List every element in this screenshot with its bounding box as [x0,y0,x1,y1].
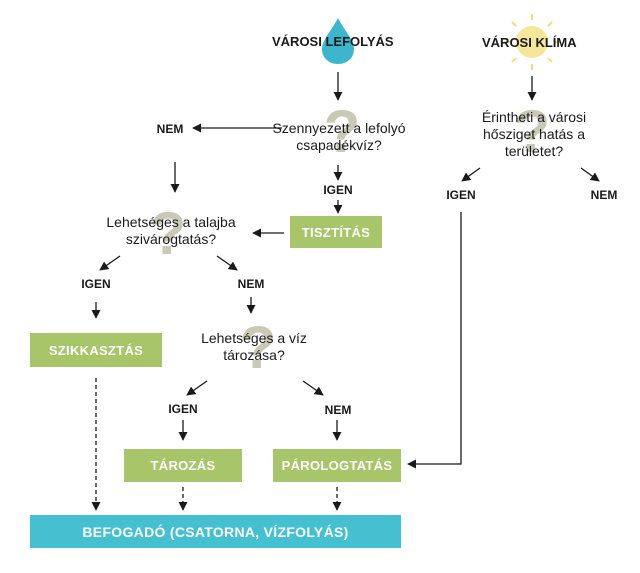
title-urban-climate: VÁROSI KLÍMA [482,35,577,50]
question-mark-storage: ? [239,314,277,381]
question-mark-infiltration: ? [149,200,187,267]
title-urban-runoff: VÁROSI LEFOLYÁS [272,34,394,49]
box-treatment: TISZTÍTÁS [290,216,382,248]
box-storage: TÁROZÁS [124,449,242,482]
answer-storage-yes: IGEN [168,402,198,416]
arrow-infiltration-to-yes [99,255,121,271]
answer-storage-no: NEM [324,403,352,417]
box-infiltration: SZIKKASZTÁS [30,333,162,367]
sun-icon [504,14,560,70]
answer-infiltration-no: NEM [237,277,265,291]
answer-polluted-no: NEM [156,122,184,136]
box-receiver: BEFOGADÓ (CSATORNA, VÍZFOLYÁS) [30,515,401,548]
question-infiltration: Lehetséges a talajba szivárogtatás? [106,214,236,247]
answer-heat-yes: IGEN [446,188,476,202]
question-mark-polluted: ? [323,98,361,165]
arrow-storage-to-no [302,380,324,396]
answer-heat-no: NEM [590,188,618,202]
arrow-infiltration-to-no [216,255,238,271]
box-evaporation: PÁROLOGTATÁS [273,449,401,482]
arrow-heat-to-yes [461,167,481,182]
question-mark-heat-island: ? [513,98,551,165]
water-drop-icon [322,18,354,64]
question-storage: Lehetséges a víz tározása? [201,330,307,363]
arrow-storage-to-yes [186,380,208,396]
arrow-heat-yes-to-parologtatas [407,212,462,469]
question-heat-island: Érintheti a városi hősziget hatás a terü… [481,109,587,159]
answer-infiltration-yes: IGEN [81,277,111,291]
answer-polluted-yes: IGEN [323,183,353,197]
question-polluted: Szennyezett a lefolyó csapadékvíz? [272,120,406,153]
arrow-heat-to-no [580,167,600,182]
